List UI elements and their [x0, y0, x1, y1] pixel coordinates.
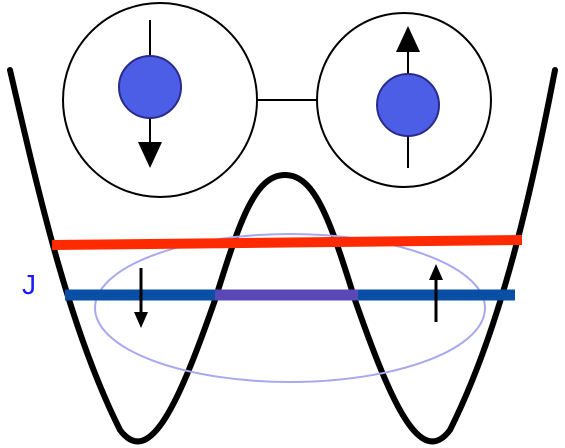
- upper-energy-level: [51, 235, 523, 250]
- coupling-label: J: [22, 269, 36, 300]
- arrow-up-icon: [429, 264, 443, 322]
- double-well-potential-curve: [7, 67, 558, 445]
- spin-up-icon: [316, 12, 492, 188]
- spin-down-icon: [62, 2, 258, 198]
- arrow-down-icon: [134, 268, 148, 328]
- wavefunction-ellipse: [94, 233, 486, 383]
